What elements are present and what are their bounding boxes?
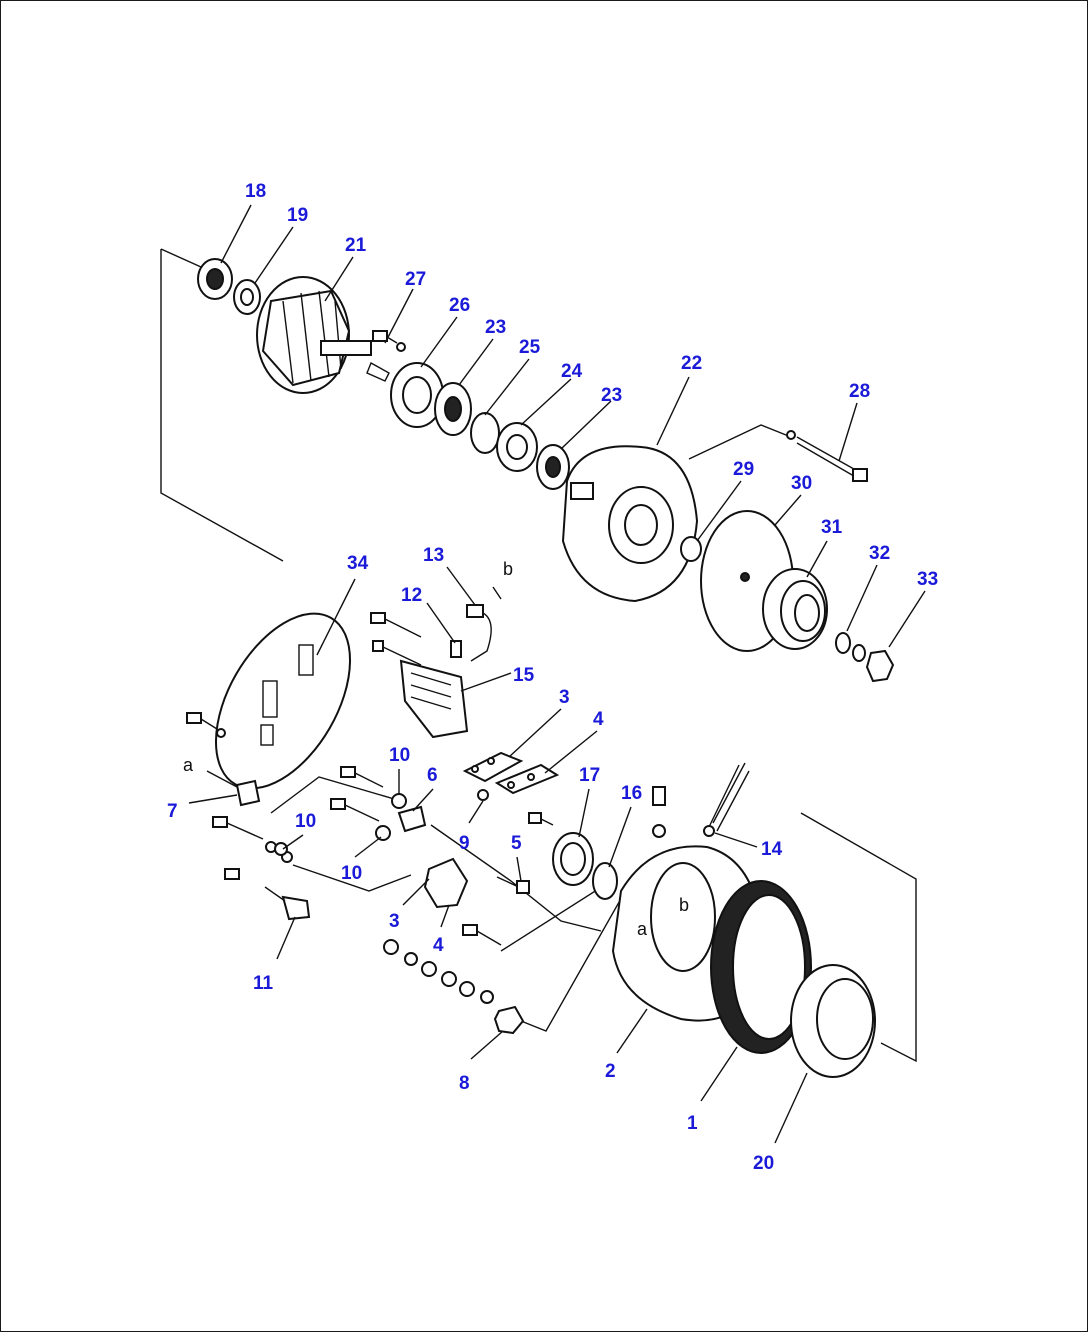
- callout-19: 19: [287, 205, 308, 226]
- leader-lines: [188, 204, 926, 1144]
- pulley-20: [790, 964, 876, 1078]
- screw-27: [372, 330, 406, 352]
- cover-34: [214, 612, 352, 790]
- rectifier-3: [462, 751, 524, 783]
- bolt-28: [786, 430, 868, 482]
- callout-25: 25: [519, 337, 541, 358]
- stator-1: [710, 880, 812, 1054]
- callout-9: 9: [459, 833, 470, 854]
- wire-labels: a b a b: [183, 559, 689, 939]
- clip-7: [206, 770, 261, 807]
- callout-16: 16: [621, 783, 642, 804]
- callout-34: 34: [347, 553, 369, 574]
- bearing-24: [496, 422, 538, 472]
- callout-10c: 10: [341, 863, 362, 884]
- nut-10c: [274, 842, 288, 856]
- diode-holder: [423, 857, 469, 909]
- callout-10b: 10: [295, 811, 316, 832]
- terminal-13: [466, 586, 502, 662]
- callout-6: 6: [427, 765, 438, 786]
- callout-5: 5: [511, 833, 522, 854]
- screws-34: [186, 712, 226, 738]
- oring-25: [470, 412, 500, 454]
- bearing-18: [197, 258, 233, 300]
- callout-2: 2: [605, 1061, 616, 1082]
- callout-15: 15: [513, 665, 535, 686]
- housing-22: [561, 445, 699, 603]
- callout-12: 12: [401, 585, 422, 606]
- reference-lines: [160, 248, 917, 1063]
- callout-28: 28: [849, 381, 870, 402]
- callout-18: 18: [245, 181, 266, 202]
- washer-29: [680, 536, 702, 562]
- wire-label-b1: b: [503, 559, 513, 579]
- callout-23a: 23: [485, 317, 506, 338]
- callout-17: 17: [579, 765, 600, 786]
- callout-13: 13: [423, 545, 444, 566]
- bearing-23a: [434, 382, 472, 436]
- callout-10a: 10: [389, 745, 410, 766]
- seal-17: [552, 832, 594, 886]
- callout-26: 26: [449, 295, 470, 316]
- wire-label-b2: b: [679, 895, 689, 915]
- washer-19: [233, 279, 261, 315]
- callout-labels: 18 19 21 27 26 23 25 24 23 22 28 29 30 3…: [167, 181, 938, 1174]
- bolt-5: [496, 812, 554, 894]
- callout-30: 30: [791, 473, 812, 494]
- callout-31: 31: [821, 517, 843, 538]
- callout-27: 27: [405, 269, 426, 290]
- callout-3b: 3: [389, 911, 400, 932]
- nut-8: [493, 1005, 525, 1035]
- nut-10b: [375, 825, 391, 841]
- callout-20: 20: [753, 1153, 774, 1174]
- part-11: [264, 886, 311, 921]
- callout-14: 14: [761, 839, 783, 860]
- callout-3a: 3: [559, 687, 570, 708]
- callout-8: 8: [459, 1073, 470, 1094]
- callout-1: 1: [687, 1113, 698, 1134]
- part-6: [397, 805, 427, 833]
- wire-label-a2: a: [637, 919, 648, 939]
- callout-7: 7: [167, 801, 178, 822]
- washer-32: [835, 632, 866, 662]
- callout-22: 22: [681, 353, 702, 374]
- part-9: [477, 789, 489, 801]
- nut-row: [383, 924, 502, 1004]
- pulley-31: [762, 568, 828, 650]
- terminal-12: [450, 640, 462, 658]
- bearing-23b: [536, 444, 570, 490]
- retainer-26: [390, 362, 444, 428]
- rotor-21: [256, 276, 390, 394]
- callout-33: 33: [917, 569, 938, 590]
- callout-4a: 4: [593, 709, 604, 730]
- spring-14: [703, 762, 750, 837]
- nut-33: [865, 649, 895, 683]
- callout-32: 32: [869, 543, 890, 564]
- callout-11: 11: [253, 973, 274, 994]
- oring-16: [592, 862, 618, 900]
- callout-24: 24: [561, 361, 583, 382]
- nut-10a: [391, 793, 407, 809]
- callout-29: 29: [733, 459, 754, 480]
- wire-label-a1: a: [183, 755, 194, 775]
- callout-4b: 4: [433, 935, 444, 956]
- callout-23b: 23: [601, 385, 622, 406]
- callout-21: 21: [345, 235, 367, 256]
- brush-holder-15: [370, 612, 469, 739]
- rectifier-4: [494, 763, 560, 795]
